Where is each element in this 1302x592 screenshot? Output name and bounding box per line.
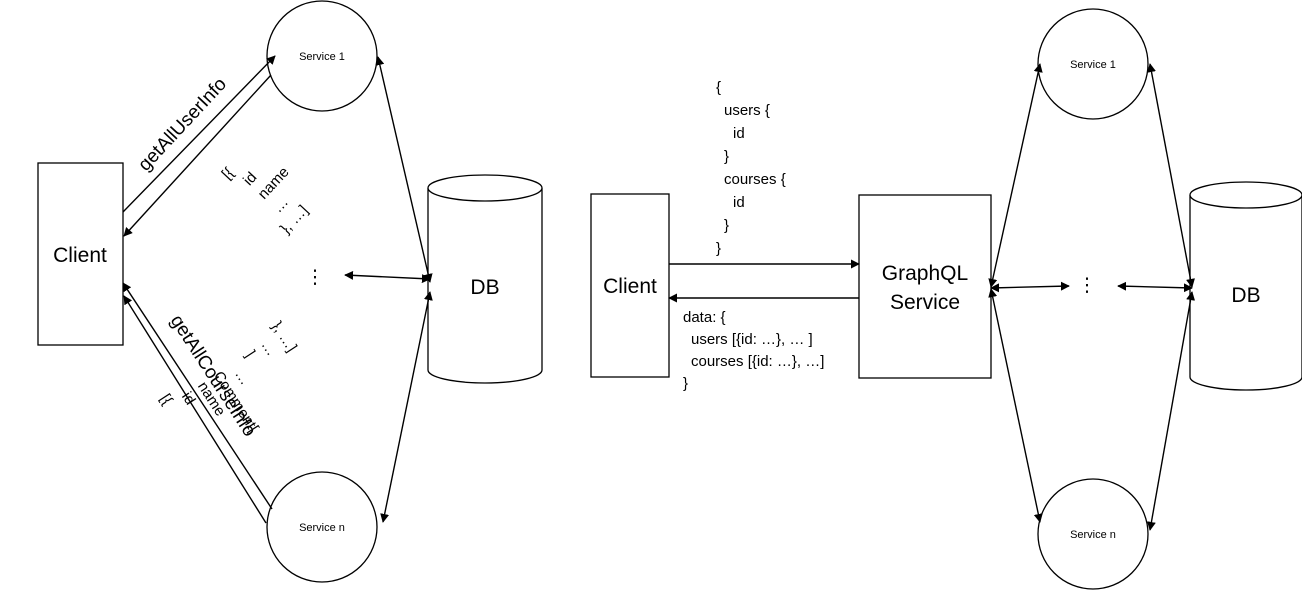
left-service-1-label: Service 1	[299, 51, 345, 63]
right-service-n-node: Service n	[1037, 478, 1149, 590]
graphql-service-node: GraphQL Service	[858, 194, 992, 379]
graphql-ellipsis-arrow	[990, 281, 1070, 293]
left-response-bottom-line: [{	[157, 391, 176, 408]
left-ellipsis-db-arrow	[344, 270, 431, 284]
left-response-top-line: id	[240, 169, 260, 189]
graphql-query-block: { users { id } courses { id } }	[716, 79, 786, 257]
rest-architecture: Client Service 1 Service n DB ⋮	[37, 0, 543, 583]
graphql-response-line: data: {	[683, 309, 726, 326]
right-client-node: Client	[590, 193, 670, 378]
left-response-top-line: [{	[218, 164, 237, 182]
right-service-n-label: Service n	[1070, 529, 1116, 541]
graphql-query-line: }	[724, 148, 729, 165]
left-db-node: DB	[427, 174, 543, 384]
right-db-label: DB	[1231, 284, 1260, 307]
left-call-top-label: getAllUserInfo	[134, 74, 231, 176]
left-response-arrow-top	[123, 74, 272, 237]
graphql-query-line: }	[716, 240, 721, 257]
right-db-node: DB	[1189, 181, 1302, 391]
left-client-node: Client	[37, 162, 124, 346]
graphql-query-line: }	[724, 217, 729, 234]
left-client-label: Client	[53, 244, 107, 267]
graphql-query-line: id	[733, 194, 745, 211]
left-response-top-line: name	[255, 164, 293, 203]
graphql-query-line: users {	[724, 102, 770, 119]
right-service-1-node: Service 1	[1037, 8, 1149, 120]
left-request-arrow-bottom	[122, 282, 273, 510]
left-service-1-node: Service 1	[266, 0, 378, 112]
right-service-1-db-arrow	[1147, 63, 1195, 288]
graphql-service-n-arrow	[988, 288, 1043, 523]
left-service-1-db-arrow	[375, 56, 433, 283]
graphql-architecture: Client GraphQL Service Service 1 Service…	[590, 8, 1302, 590]
graphql-response-line: }	[683, 375, 688, 392]
right-ellipsis: ⋮	[1078, 275, 1097, 296]
left-service-n-label: Service n	[299, 522, 345, 534]
left-response-bottom-line: ]	[242, 348, 259, 361]
graphql-response-line: courses [{id: …}, …]	[691, 353, 824, 370]
graphql-service-label-line1: GraphQL	[882, 262, 968, 285]
graphql-service-1-arrow	[988, 63, 1043, 288]
right-service-1-label: Service 1	[1070, 59, 1116, 71]
left-ellipsis: ⋮	[306, 267, 325, 288]
right-client-label: Client	[603, 275, 657, 298]
graphql-response-line: users [{id: …}, … ]	[691, 331, 813, 348]
left-db-label: DB	[470, 276, 499, 299]
graphql-query-line: courses {	[724, 171, 786, 188]
left-response-top-block: [{ id name … }, …]	[218, 164, 311, 238]
graphql-query-line: id	[733, 125, 745, 142]
graphql-response-block: data: { users [{id: …}, … ] courses [{id…	[683, 309, 824, 392]
left-request-arrow-top	[122, 55, 276, 213]
left-service-n-node: Service n	[266, 471, 378, 583]
left-response-arrow-bottom	[123, 295, 267, 524]
graphql-service-label-line2: Service	[890, 291, 960, 314]
graphql-query-line: {	[716, 79, 721, 96]
right-ellipsis-db-arrow	[1117, 281, 1193, 293]
left-service-n-db-arrow	[380, 291, 433, 523]
right-service-n-db-arrow	[1146, 291, 1196, 531]
